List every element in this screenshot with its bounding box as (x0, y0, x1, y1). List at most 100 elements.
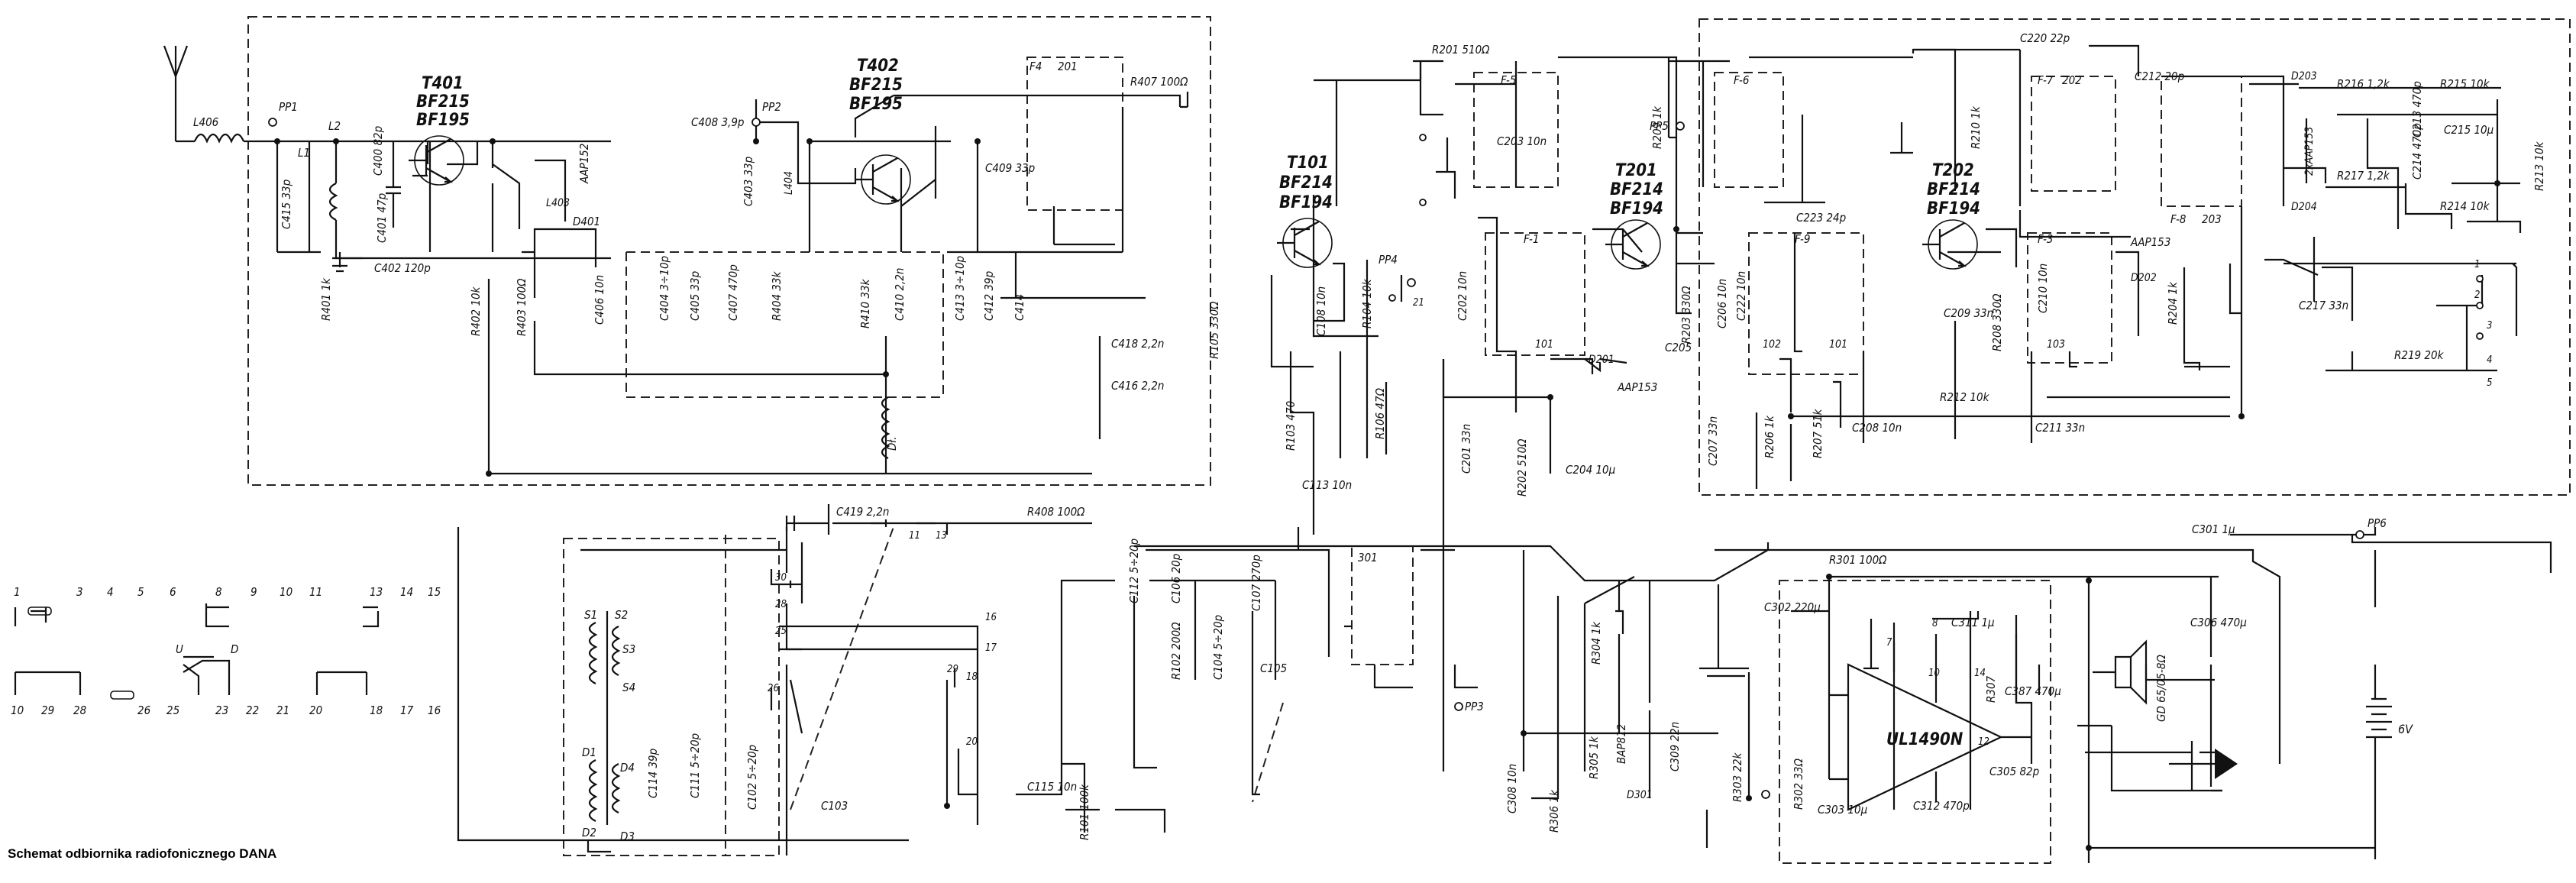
c414: C414 (1013, 294, 1026, 321)
r201: R201 510Ω (1432, 43, 1490, 57)
t101-label: T101 (1287, 154, 1329, 173)
svg-text:S4: S4 (622, 681, 635, 694)
c309: C309 22n (1668, 722, 1682, 771)
c115: C115 10n (1027, 780, 1077, 794)
filter-202: 202 (2062, 73, 2082, 87)
diode-d201: D201 (1589, 354, 1614, 366)
svg-text:20: 20 (966, 736, 978, 748)
test-point-circles (268, 118, 2484, 799)
c205: C205 (1665, 341, 1692, 354)
r304: R304 1k (1589, 621, 1603, 665)
diode-d301: D301 (1627, 789, 1653, 801)
ic-label: UL1490N (1886, 730, 1964, 749)
c208: C208 10n (1852, 421, 1902, 435)
if-wiring (1442, 44, 2522, 489)
transistor-t401 (409, 135, 464, 186)
transistor-t402 (855, 154, 911, 205)
r204: R204 1k (2166, 281, 2180, 325)
filter-f3-box (2027, 232, 2112, 364)
c112: C112 5÷20p (1127, 539, 1141, 603)
c211: C211 33n (2035, 421, 2085, 435)
svg-text:23: 23 (215, 703, 228, 717)
filter-f7-box (2031, 76, 2116, 192)
choke-label: Dł. (885, 436, 899, 451)
c104: C104 5÷20p (1211, 615, 1225, 680)
t101-type1: BF214 (1279, 173, 1333, 192)
r408: R408 100Ω (1027, 505, 1085, 519)
c305: C305 82p (1989, 765, 2039, 778)
svg-text:3: 3 (76, 585, 83, 599)
t202-type1: BF214 (1927, 180, 1980, 199)
switch-label-d: D (231, 642, 238, 656)
filter-201: 201 (1058, 60, 1078, 73)
mixer-wiring (1146, 60, 1478, 771)
svg-text:16: 16 (985, 612, 997, 623)
transistor-t201 (1605, 219, 1661, 270)
filter-f8: F-8 (2170, 212, 2186, 226)
t401-type1: BF215 (416, 92, 470, 112)
r203: R203 330Ω (1679, 286, 1693, 344)
t202-type2: BF194 (1927, 199, 1980, 218)
svg-text:11: 11 (909, 530, 920, 542)
r210: R210 1k (1969, 105, 1983, 149)
c412: C412 39p (982, 271, 996, 321)
c222: C222 10n (1734, 271, 1748, 321)
diode-aap153b: AAP153 (2130, 235, 2170, 249)
c212: C212 20p (2135, 70, 2184, 83)
svg-text:1: 1 (14, 585, 21, 599)
svg-text:29: 29 (41, 703, 54, 717)
c107: C107 270p (1249, 555, 1263, 611)
svg-text:D4: D4 (620, 761, 635, 775)
speaker-label: GD 65/05-8Ω (2154, 655, 2168, 722)
c303: C303 10µ (1818, 803, 1867, 817)
coil-s-symbols (587, 611, 621, 853)
c406: C406 10n (593, 275, 606, 325)
c206: C206 10n (1715, 279, 1729, 328)
r401: R401 1k (319, 277, 333, 321)
c204: C204 10µ (1566, 463, 1615, 477)
svg-text:S2: S2 (615, 608, 628, 622)
c213: C213 470p (2410, 81, 2424, 137)
l2-label: L2 (328, 119, 341, 133)
svg-text:8: 8 (1932, 618, 1938, 629)
c308: C308 10n (1505, 764, 1519, 813)
transistor-t101 (1277, 218, 1333, 268)
diode-d202: D202 (2131, 272, 2157, 284)
svg-text:3: 3 (2487, 320, 2492, 332)
diode-bap812: BAP812 (1614, 724, 1628, 764)
c311: C311 1µ (1951, 616, 1995, 629)
l1-label: L1 (298, 146, 310, 160)
pp5-label: PP5 (1650, 119, 1669, 133)
r402: R402 10k (469, 286, 483, 336)
c220: C220 22p (2020, 31, 2070, 45)
c105: C105 (1260, 661, 1287, 675)
r410: R410 33k (858, 278, 872, 328)
filter-f5: F-5 (1501, 73, 1516, 87)
tuning-gang-link (790, 526, 1284, 810)
svg-text:22: 22 (246, 703, 259, 717)
oscillator-subbox (625, 251, 944, 398)
schematic-title: Schemat odbiornika radiofonicznego DANA (8, 846, 277, 861)
c404: C404 3÷10p (658, 256, 671, 321)
svg-text:10: 10 (1928, 668, 1940, 679)
r306: R306 1k (1547, 789, 1561, 833)
svg-text:17: 17 (985, 642, 997, 654)
c111: C111 5÷20p (688, 733, 702, 798)
svg-text:28: 28 (73, 703, 86, 717)
c407: C407 470p (726, 264, 740, 321)
svg-text:14: 14 (400, 585, 413, 599)
jack-symbol (2169, 749, 2238, 792)
r305: R305 1k (1587, 736, 1601, 779)
r215: R215 10k (2440, 77, 2490, 91)
filter-103: 103 (2047, 338, 2065, 351)
t401-type2: BF195 (416, 111, 470, 130)
t201-label: T201 (1615, 161, 1657, 180)
t201-type1: BF214 (1610, 180, 1663, 199)
r216: R216 1,2k (2337, 77, 2390, 91)
t402-type2: BF195 (849, 95, 903, 114)
svg-text:21: 21 (1413, 297, 1424, 309)
r212: R212 10k (1940, 390, 1990, 404)
switch-contact-numbers: 30 28 25 26 29 16 17 18 20 11 13 21 1 2 … (768, 259, 2492, 748)
filter-301: 301 (1358, 551, 1378, 564)
c207: C207 33n (1706, 416, 1720, 466)
